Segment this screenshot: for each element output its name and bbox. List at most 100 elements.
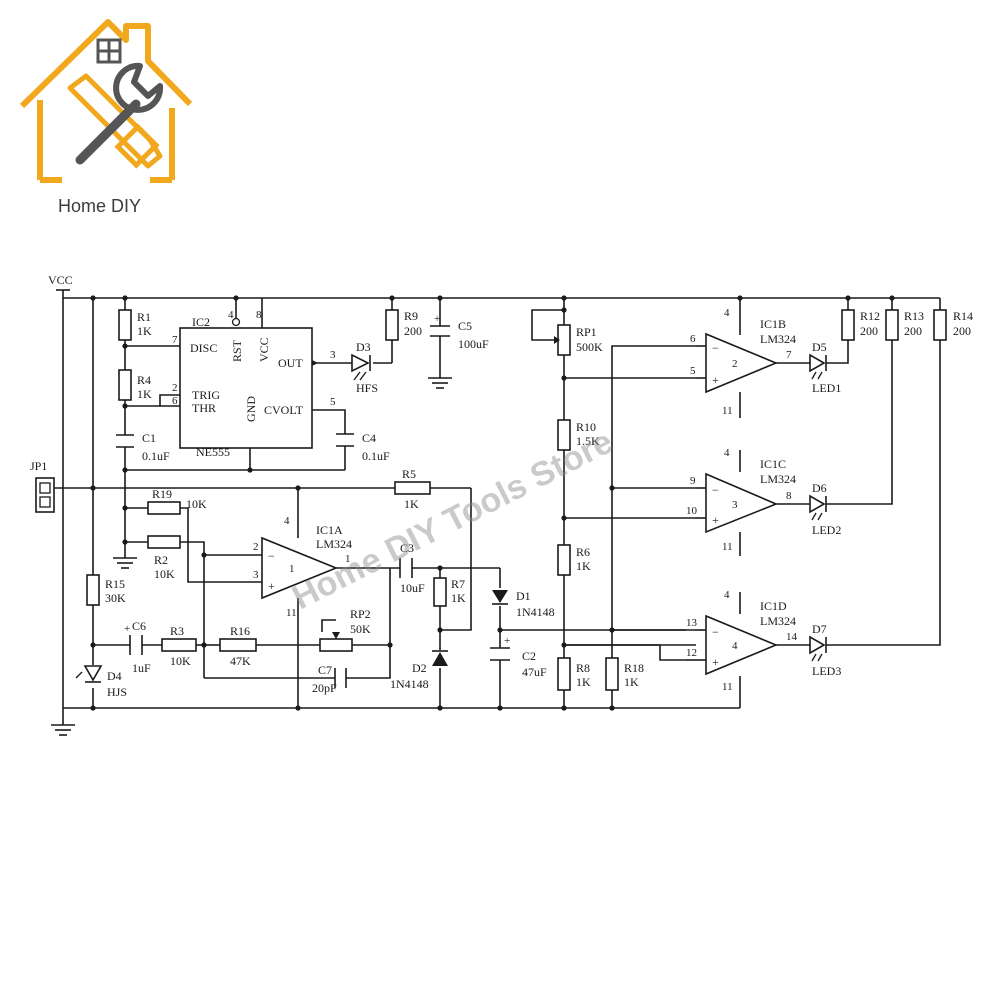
- schematic-resistors-12-value-label: 1K: [576, 675, 591, 689]
- schematic-resistors-11-ref-label: R6: [576, 545, 590, 559]
- schematic-diodes-5-value-label: LED2: [812, 523, 841, 537]
- schematic-timer-pin_numbers-trig-label: 2: [172, 382, 178, 394]
- schematic-resistors-15-value-label: 200: [904, 324, 922, 338]
- schematic-capacitors-3-ref-label: C3: [400, 541, 414, 555]
- schematic-capacitors-0-ref-label: C1: [142, 431, 156, 445]
- schematic-capacitors-4-value-label: 1uF: [132, 661, 151, 675]
- schematic-diodes-6-value-label: LED3: [812, 664, 841, 678]
- schematic-opamps-3-part-label: LM324: [760, 614, 796, 628]
- schematic-capacitors-5-ref-label: C7: [318, 663, 332, 677]
- schematic-opamps-1-unit-label: 2: [732, 358, 738, 370]
- schematic-resistors-16-ref-label: R14: [953, 309, 973, 323]
- schematic-opamps-2-gnd-label: 11: [722, 541, 733, 553]
- diode-d1: D1 1N4148: [492, 589, 555, 619]
- schematic-opamps-2-unit-label: 3: [732, 499, 738, 511]
- schematic-opamps-1-in_minus-label: 6: [690, 333, 696, 345]
- schematic-timer-pins-cvolt-label: CVOLT: [264, 403, 304, 417]
- svg-text:+: +: [712, 373, 719, 387]
- schematic-resistors-5-value-label: 10K: [154, 567, 175, 581]
- opamp-ic1a: −+ IC1A LM324 2 3 1 4 11 1: [253, 515, 352, 619]
- schematic-diodes-2-ref-label: D2: [412, 661, 427, 675]
- svg-text:+: +: [124, 623, 130, 635]
- schematic-resistors-2-ref-label: R9: [404, 309, 418, 323]
- schematic-resistors-3-value-label: 1K: [404, 497, 419, 511]
- connector-jp1: JP1: [30, 459, 55, 513]
- capacitor-c3: C3 10uF: [399, 541, 425, 595]
- vcc-symbol: VCC: [48, 273, 73, 291]
- schematic-capacitors-2-ref-label: C5: [458, 319, 472, 333]
- schematic-diodes-6-ref-label: D7: [812, 622, 827, 636]
- schematic-diodes-1-value-label: 1N4148: [516, 605, 555, 619]
- schematic-resistors-9-value-label: 1K: [451, 591, 466, 605]
- schematic-diodes-0-ref-label: D3: [356, 340, 371, 354]
- schematic-diodes-1-ref-label: D1: [516, 589, 531, 603]
- schematic-timer-pin_numbers-out-label: 3: [330, 349, 336, 361]
- opamp-ic1b: −+ IC1B LM324 6 5 7 4 11 2: [690, 307, 796, 417]
- svg-text:+: +: [504, 635, 510, 647]
- schematic-timer-pins-rst-label: RST: [230, 339, 244, 362]
- schematic-opamps-2-in_plus-label: 10: [686, 505, 698, 517]
- schematic-resistors-8-value-label: 47K: [230, 654, 251, 668]
- schematic-timer-pins-thr-label: THR: [192, 401, 216, 415]
- schematic-resistors-3-ref-label: R5: [402, 467, 416, 481]
- svg-text:−: −: [712, 625, 719, 639]
- schematic-timer-pin_numbers-thr-label: 6: [172, 395, 178, 407]
- schematic-resistors-13-value-label: 1K: [624, 675, 639, 689]
- schematic-capacitors-4-ref-label: C6: [132, 619, 146, 633]
- schematic-opamps-0-supply-label: 4: [284, 515, 290, 527]
- svg-text:−: −: [712, 483, 719, 497]
- schematic-opamps-0-part-label: LM324: [316, 537, 352, 551]
- schematic-opamps-1-in_plus-label: 5: [690, 365, 696, 377]
- schematic-capacitors-3-value-label: 10uF: [400, 581, 425, 595]
- schematic-capacitors-5-value-label: 20pF: [312, 681, 337, 695]
- schematic-resistors-16-value-label: 200: [953, 324, 971, 338]
- schematic-opamps-0-ref-label: IC1A: [316, 523, 343, 537]
- schematic-opamps-2-supply-label: 4: [724, 447, 730, 459]
- schematic-resistors-0-value-label: 1K: [137, 324, 152, 338]
- svg-text:+: +: [712, 655, 719, 669]
- schematic-opamps-3-ref-label: IC1D: [760, 599, 787, 613]
- schematic-pots-0-value-label: 500K: [576, 340, 603, 354]
- schematic-resistors-12-ref-label: R8: [576, 661, 590, 675]
- schematic-opamps-2-ref-label: IC1C: [760, 457, 786, 471]
- schematic-opamps-0-unit-label: 1: [289, 563, 295, 575]
- schematic-diodes-3-ref-label: D4: [107, 669, 122, 683]
- resistor-r5: R5 1K: [394, 467, 431, 511]
- capacitor-c7: C7 20pF: [312, 663, 347, 695]
- schematic-opamps-3-out-label: 14: [786, 631, 798, 643]
- svg-text:+: +: [712, 513, 719, 527]
- schematic-opamps-3-in_minus-label: 13: [686, 617, 698, 629]
- schematic-capacitors-0-value-label: 0.1uF: [142, 449, 170, 463]
- house-icon: [19, 19, 193, 183]
- schematic-timer-pins-disc-label: DISC: [190, 341, 217, 355]
- capacitor-c4: C40.1uF: [336, 431, 390, 463]
- wiring: [53, 290, 941, 725]
- schematic-opamps-0-gnd-label: 11: [286, 607, 297, 619]
- schematic-resistors-1-ref-label: R4: [137, 373, 151, 387]
- schematic-pots-1-ref-label: RP2: [350, 607, 371, 621]
- schematic-resistors-11-value-label: 1K: [576, 559, 591, 573]
- jp1-label: JP1: [30, 459, 47, 473]
- tools-icon: [67, 62, 164, 169]
- schematic-resistors-0-ref-label: R1: [137, 310, 151, 324]
- svg-text:−: −: [268, 549, 275, 563]
- schematic-diodes-4-ref-label: D5: [812, 340, 827, 354]
